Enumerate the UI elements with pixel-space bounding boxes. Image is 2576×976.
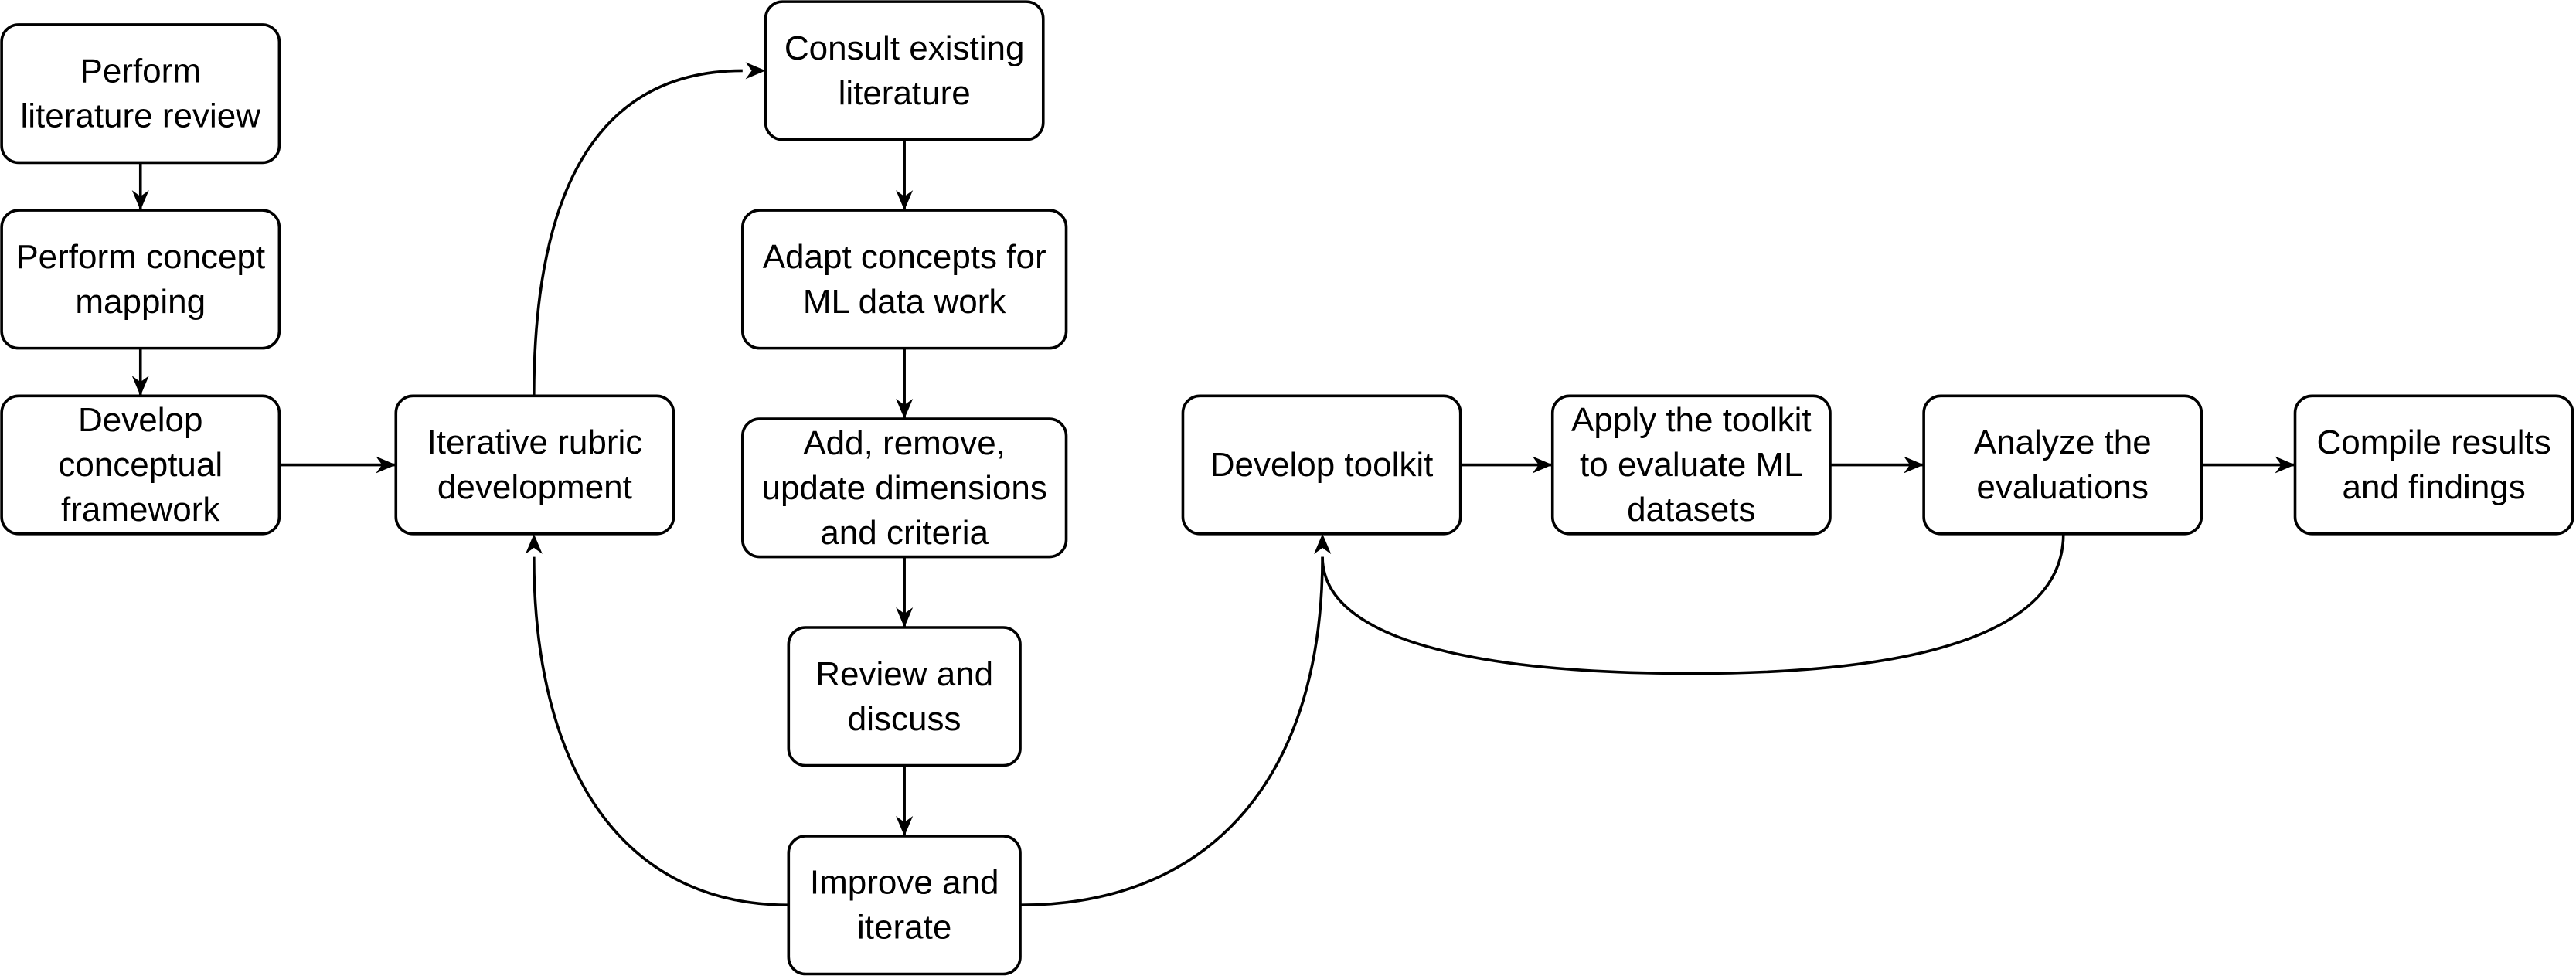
arrowhead xyxy=(2275,456,2295,474)
node-label-line: conceptual xyxy=(58,446,223,484)
edge-toolkit-to-apply xyxy=(1460,456,1553,474)
node-review: Review and discuss xyxy=(787,626,1022,767)
node-label-line: Consult existing xyxy=(784,29,1025,67)
node-label-line: Adapt concepts for xyxy=(763,238,1046,276)
arrowhead xyxy=(896,815,914,836)
node-framework: Develop conceptual framework xyxy=(0,394,281,536)
edge-improve-to-toolkit xyxy=(1019,533,1332,906)
node-label-line: Develop xyxy=(78,401,202,439)
arrowhead xyxy=(745,62,766,80)
node-label-line: Iterative rubric xyxy=(427,423,643,461)
node-box xyxy=(0,394,281,536)
node-box xyxy=(1550,394,1832,536)
node-toolkit: Develop toolkit xyxy=(1181,394,1462,536)
node-concept-mapping: Perform concept mapping xyxy=(0,209,281,350)
node-label-line: Perform concept xyxy=(15,238,265,276)
arrowhead xyxy=(131,376,149,396)
arrowhead xyxy=(525,533,543,554)
arrowhead xyxy=(896,190,914,211)
node-improve: Improve and iterate xyxy=(787,835,1022,976)
edge-analyze-to-compile xyxy=(2201,456,2295,474)
node-label-line: Review and xyxy=(815,655,993,693)
arrowhead xyxy=(1904,456,1924,474)
edge-line xyxy=(1321,533,2065,675)
edge-analyze-to-toolkit xyxy=(1314,533,2065,675)
node-update-dims: Add, remove, update dimensions and criteri… xyxy=(740,417,1068,559)
node-label-line: Develop toolkit xyxy=(1210,446,1434,484)
edges-layer xyxy=(131,62,2295,906)
node-compile: Compile results and findings xyxy=(2293,394,2574,536)
node-label-line: Compile results xyxy=(2317,423,2551,461)
node-rubric-dev: Iterative rubric development xyxy=(394,394,675,536)
node-box xyxy=(740,417,1068,559)
node-label-line: ML data work xyxy=(803,283,1006,321)
arrowhead xyxy=(1314,533,1332,554)
node-consult-lit: Consult existing literature xyxy=(764,0,1045,141)
node-label-line: and findings xyxy=(2342,468,2525,506)
node-box xyxy=(764,0,1045,141)
arrowhead xyxy=(1532,456,1553,474)
node-label-line: Analyze the xyxy=(1974,423,2152,461)
edge-consult-lit-to-adapt xyxy=(896,139,914,211)
node-label-line: to evaluate ML xyxy=(1580,446,1803,484)
node-box xyxy=(787,626,1022,767)
node-box xyxy=(787,835,1022,976)
edge-apply-to-analyze xyxy=(1829,456,1924,474)
node-box xyxy=(0,23,281,165)
arrowhead xyxy=(896,399,914,420)
edge-improve-to-rubric-dev xyxy=(525,533,789,906)
edge-update-dims-to-review xyxy=(896,556,914,627)
node-apply: Apply the toolkit to evaluate ML datasets xyxy=(1550,394,1832,536)
arrowhead xyxy=(896,607,914,627)
node-label-line: update dimensions xyxy=(761,469,1046,507)
node-label-line: framework xyxy=(61,491,220,529)
edge-rubric-dev-to-consult-lit xyxy=(533,62,766,396)
node-label-line: and criteria xyxy=(820,514,989,552)
node-label-line: mapping xyxy=(75,283,206,321)
node-label-line: Add, remove, xyxy=(803,424,1006,462)
node-box xyxy=(1922,394,2203,536)
node-box xyxy=(394,394,675,536)
node-label-line: discuss xyxy=(848,700,961,738)
node-label-line: iterate xyxy=(857,909,951,947)
edge-line xyxy=(533,556,789,906)
edge-framework-to-rubric-dev xyxy=(279,456,396,474)
arrowhead xyxy=(376,456,396,474)
arrowhead xyxy=(131,190,149,211)
node-label-line: Apply the toolkit xyxy=(1571,401,1812,439)
edge-concept-mapping-to-framework xyxy=(131,348,149,396)
node-label-line: development xyxy=(437,468,632,506)
node-box xyxy=(0,209,281,350)
node-label-line: Perform xyxy=(80,53,200,90)
edge-adapt-to-update-dims xyxy=(896,348,914,420)
node-label-line: evaluations xyxy=(1976,468,2149,506)
node-label-line: literature review xyxy=(20,97,260,135)
edge-lit-review-to-concept-mapping xyxy=(131,162,149,211)
node-box xyxy=(2293,394,2574,536)
node-label-line: Improve and xyxy=(810,864,999,902)
node-adapt: Adapt concepts for ML data work xyxy=(740,209,1068,350)
edge-line xyxy=(533,69,743,396)
node-label-line: datasets xyxy=(1627,491,1755,529)
edge-line xyxy=(1019,556,1324,906)
node-label-line: literature xyxy=(839,74,971,112)
node-box xyxy=(740,209,1068,350)
node-box xyxy=(1181,394,1462,536)
node-analyze: Analyze the evaluations xyxy=(1922,394,2203,536)
node-lit-review: Perform literature review xyxy=(0,23,281,165)
edge-review-to-improve xyxy=(896,765,914,836)
